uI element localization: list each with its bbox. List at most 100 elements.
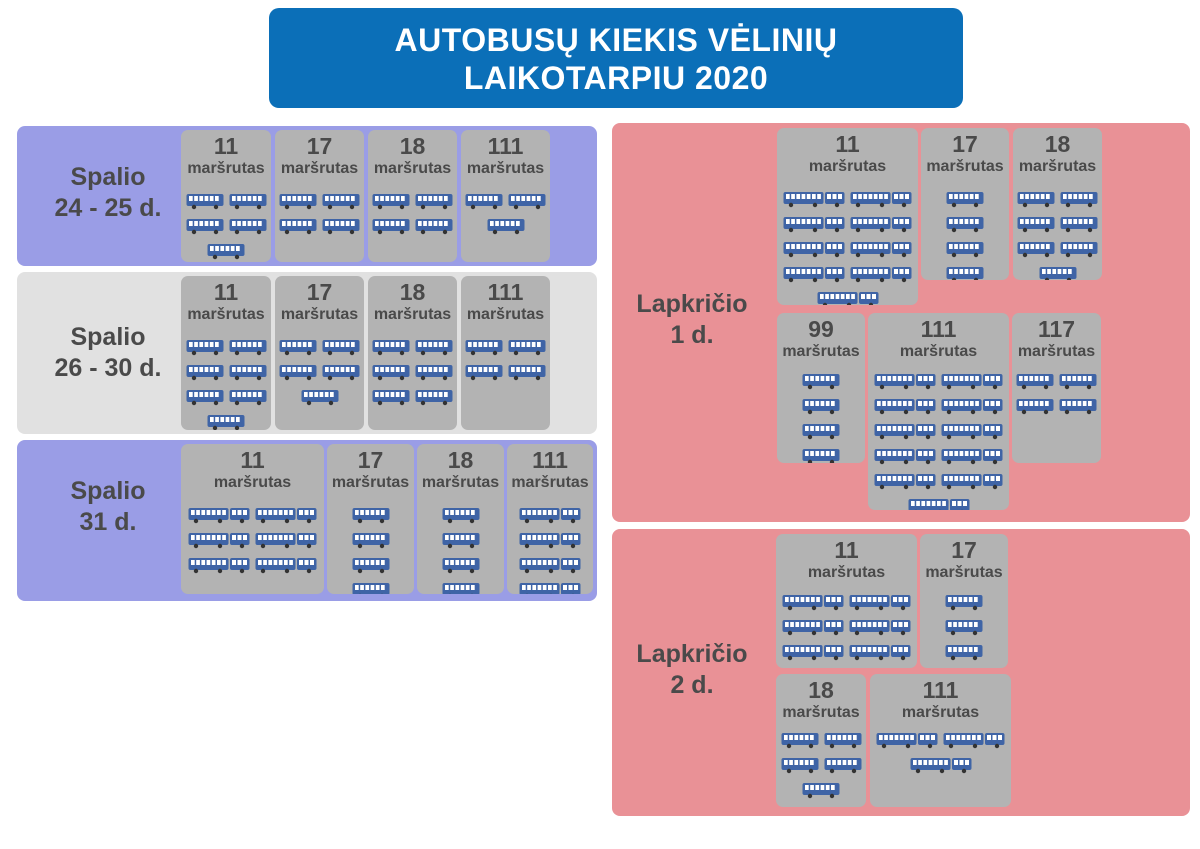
route-label: maršrutas — [1018, 158, 1097, 175]
period-label-line2: 31 d. — [79, 508, 137, 536]
route-label: maršrutas — [280, 160, 359, 177]
bus-icon — [1060, 191, 1098, 213]
route-117: 117 maršrutas — [1012, 313, 1101, 463]
bus-icon — [946, 266, 984, 280]
bus-group — [185, 507, 320, 579]
route-number: 18 — [1044, 131, 1071, 157]
bus-icon — [279, 193, 317, 215]
bus-group — [1016, 373, 1097, 420]
bus-group — [279, 193, 360, 240]
bus-icon — [229, 193, 267, 215]
bus-icon — [372, 193, 410, 215]
articulated-bus-icon — [255, 532, 317, 554]
bus-group — [185, 193, 267, 262]
articulated-bus-icon — [519, 532, 581, 554]
route-number: 117 — [1037, 316, 1076, 342]
bus-icon — [802, 423, 840, 445]
articulated-bus-icon — [783, 241, 845, 263]
period-spalio-31: Spalio 31 d. 11 maršrutas 17 maršrutas 1… — [17, 440, 597, 601]
route-11: 11 maršrutas — [777, 128, 918, 305]
bus-icon — [372, 389, 410, 411]
bus-icon — [946, 191, 984, 213]
route-18: 18 maršrutas — [1013, 128, 1102, 280]
bus-icon — [508, 339, 546, 361]
route-number: 17 — [306, 279, 333, 305]
articulated-bus-icon — [908, 498, 970, 510]
route-111: 111 maršrutas — [868, 313, 1009, 510]
route-111: 111 maršrutas — [870, 674, 1011, 807]
route-17: 17 maršrutas — [275, 130, 364, 262]
bus-icon — [1017, 216, 1055, 238]
articulated-bus-icon — [817, 291, 879, 305]
articulated-bus-icon — [782, 619, 844, 641]
bus-icon — [372, 339, 410, 361]
articulated-bus-icon — [255, 507, 317, 529]
bus-group — [781, 191, 914, 305]
bus-icon — [465, 193, 503, 215]
bus-icon — [1059, 398, 1097, 420]
route-17: 17 maršrutas — [921, 128, 1009, 280]
route-11: 11 maršrutas — [181, 276, 271, 430]
bus-icon — [372, 364, 410, 386]
bus-icon — [322, 193, 360, 215]
bus-icon — [1060, 216, 1098, 238]
articulated-bus-icon — [850, 241, 912, 263]
articulated-bus-icon — [519, 507, 581, 529]
bus-icon — [1017, 241, 1055, 263]
bus-group — [780, 732, 862, 804]
route-label: maršrutas — [901, 704, 980, 721]
articulated-bus-icon — [874, 448, 936, 470]
period-label: Lapkričio 2 d. — [618, 639, 766, 701]
articulated-bus-icon — [255, 557, 317, 579]
route-number: 18 — [808, 677, 834, 703]
bus-icon — [1016, 373, 1054, 395]
bus-group — [331, 507, 410, 594]
route-number: 17 — [952, 131, 978, 157]
bus-group — [421, 507, 500, 594]
bus-icon — [442, 532, 480, 554]
period-label: Spalio 26 - 30 d. — [25, 322, 191, 384]
route-number: 11 — [240, 447, 265, 473]
bus-icon — [1016, 398, 1054, 420]
articulated-bus-icon — [941, 398, 1003, 420]
bus-icon — [279, 218, 317, 240]
articulated-bus-icon — [849, 644, 911, 666]
articulated-bus-icon — [188, 532, 250, 554]
bus-group — [372, 339, 453, 411]
articulated-bus-icon — [782, 644, 844, 666]
route-label: maršrutas — [782, 343, 860, 360]
route-number: 18 — [399, 133, 426, 159]
bus-icon — [824, 732, 862, 754]
bus-icon — [1017, 191, 1055, 213]
bus-icon — [442, 557, 480, 579]
bus-icon — [279, 364, 317, 386]
route-number: 18 — [399, 279, 426, 305]
bus-icon — [487, 218, 525, 240]
bus-icon — [1059, 373, 1097, 395]
route-18: 18 maršrutas — [776, 674, 866, 807]
bus-icon — [186, 364, 224, 386]
route-number: 18 — [447, 447, 474, 473]
page-title: AUTOBUSŲ KIEKIS VĖLINIŲ LAIKOTARPIU 2020 — [269, 8, 963, 108]
bus-icon — [186, 339, 224, 361]
articulated-bus-icon — [874, 473, 936, 495]
bus-icon — [802, 373, 840, 395]
route-17: 17 maršrutas — [920, 534, 1008, 668]
period-label-line1: Spalio — [70, 163, 146, 191]
route-label: maršrutas — [187, 160, 265, 177]
period-label-line2: 2 d. — [670, 671, 714, 699]
route-label: maršrutas — [373, 160, 452, 177]
articulated-bus-icon — [910, 757, 972, 779]
period-label-line2: 1 d. — [670, 321, 714, 349]
bus-icon — [322, 364, 360, 386]
bus-icon — [415, 389, 453, 411]
period-lapkricio-2: Lapkričio 2 d. 11 maršrutas 17 maršrutas… — [612, 529, 1190, 816]
articulated-bus-icon — [874, 373, 936, 395]
route-label: maršrutas — [899, 343, 978, 360]
articulated-bus-icon — [850, 216, 912, 238]
route-label: maršrutas — [808, 158, 887, 175]
articulated-bus-icon — [874, 398, 936, 420]
bus-icon — [352, 532, 390, 554]
articulated-bus-icon — [850, 191, 912, 213]
period-label-line2: 24 - 25 d. — [54, 194, 162, 222]
